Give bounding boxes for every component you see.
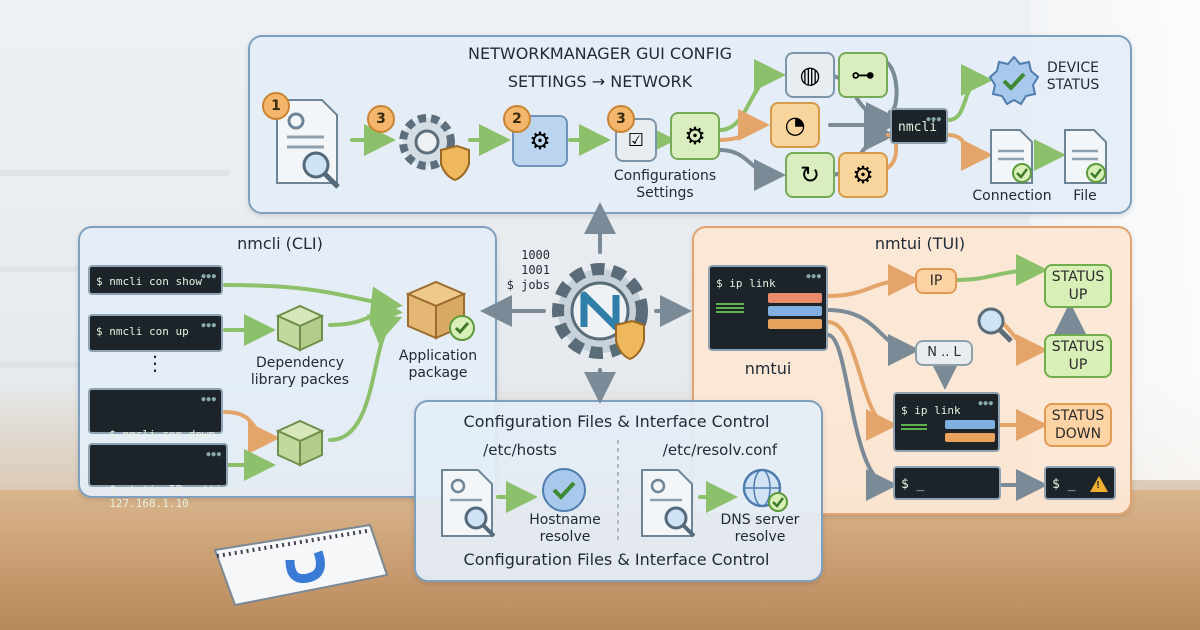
tui-terminal-prompt-2: $ _ ! xyxy=(1044,466,1116,500)
network-icon: ⊶ xyxy=(838,52,888,98)
warning-mark: ! xyxy=(1094,480,1101,491)
cli-ellipsis: ⋮ xyxy=(145,351,165,375)
package-icon xyxy=(275,304,325,352)
nmcli-terminal-label: nmcli xyxy=(898,120,938,135)
tui-bar-amber-2 xyxy=(945,433,995,442)
step-badge-3b: 3 xyxy=(607,105,635,133)
configurations-settings-label: Configurations Settings xyxy=(613,168,717,201)
tui-bar-orange xyxy=(768,293,822,303)
jobs-label: 1000 1001 $ jobs xyxy=(506,248,550,292)
terminal-line xyxy=(901,428,927,430)
step-badge-2: 2 xyxy=(503,105,531,133)
etc-resolv-label: /etc/resolv.conf xyxy=(662,441,778,459)
refresh-icon: ↻ xyxy=(785,152,835,198)
config-files-footer: Configuration Files & Interface Control xyxy=(463,550,770,569)
terminal-dots-icon: ●●● xyxy=(926,115,942,123)
gui-config-title: NETWORKMANAGER GUI CONFIG xyxy=(468,44,732,63)
document-search-icon-resolv xyxy=(641,469,696,538)
config-files-title: Configuration Files & Interface Control xyxy=(463,412,770,431)
ip-badge: IP xyxy=(915,268,957,294)
status-down-badge: STATUS DOWN xyxy=(1044,403,1112,447)
terminal-line xyxy=(716,307,744,309)
tui-prompt-1: $ _ xyxy=(901,477,925,492)
cli-terminal-con-up: ●●● $ nmcli con up xyxy=(88,314,223,352)
dns-resolve-label: DNS server resolve xyxy=(720,512,800,545)
check-badge-icon-hostname xyxy=(542,468,586,512)
cli-cmd-static-ip: $ static IP settings 127.168.1.10 xyxy=(109,483,242,510)
tui-title: nmtui (TUI) xyxy=(874,234,966,253)
document-search-icon-hosts xyxy=(441,469,496,538)
status-up-badge-2: STATUS UP xyxy=(1044,334,1112,378)
terminal-dots-icon: ●●● xyxy=(806,272,822,280)
nl-badge: N .. L xyxy=(915,340,973,366)
terminal-dots-icon: ●●● xyxy=(201,272,217,280)
dependency-label: Dependency library packes xyxy=(250,355,350,388)
nmtui-label: nmtui xyxy=(744,359,792,378)
terminal-line xyxy=(716,311,744,313)
tui-bar-amber xyxy=(768,319,822,329)
cli-title: nmcli (CLI) xyxy=(237,234,323,253)
package-icon-2 xyxy=(275,419,325,467)
terminal-dots-icon: ●●● xyxy=(201,395,217,403)
application-package-icon xyxy=(405,280,475,341)
step-badge-1: 1 xyxy=(262,92,290,120)
file-label: File xyxy=(1073,188,1097,204)
check-badge-icon xyxy=(988,55,1040,106)
terminal-line xyxy=(716,303,744,305)
file-check-icon xyxy=(1064,129,1107,184)
cli-terminal-static-ip: ●●● $ static IP settings 127.168.1.10 xyxy=(88,443,242,510)
tui-terminal-prompt-1: $ _ xyxy=(893,466,1001,500)
gear-shield-icon xyxy=(399,114,470,182)
tui-cmd-ip-link: $ ip link xyxy=(716,277,776,290)
nmcli-terminal: ●●● nmcli xyxy=(890,108,948,144)
cli-cmd-con-up: $ nmcli con up xyxy=(96,325,189,338)
step-badge-3a: 3 xyxy=(367,105,395,133)
device-status-label: DEVICE STATUS xyxy=(1046,60,1100,93)
notebook-illustration xyxy=(213,523,389,607)
tui-bar-blue-2 xyxy=(945,420,995,429)
application-package-label: Application package xyxy=(398,348,478,381)
tui-prompt-2: $ _ xyxy=(1052,477,1076,492)
terminal-dots-icon: ●●● xyxy=(978,399,994,407)
hostname-resolve-label: Hostname resolve xyxy=(529,512,601,545)
search-icon xyxy=(977,307,1013,343)
nm-logo-gear-icon xyxy=(552,263,648,361)
warning-icon xyxy=(1090,476,1108,492)
tui-cmd-ip-link-2: $ ip link xyxy=(901,404,961,417)
check-search-icon: ⚙ xyxy=(670,112,720,160)
document-search-icon xyxy=(276,99,340,189)
connection-label: Connection xyxy=(972,188,1052,204)
gear-orange-icon: ⚙ xyxy=(838,152,888,198)
terminal-dots-icon: ●●● xyxy=(206,450,222,458)
cli-terminal-con-down: ●●● $ nmcli con down --nmcli con down xyxy=(88,388,223,455)
terminal-dots-icon: ●●● xyxy=(201,321,217,329)
globe-check-icon xyxy=(742,468,788,512)
terminal-line xyxy=(901,424,927,426)
status-up-badge-1: STATUS UP xyxy=(1044,264,1112,308)
cli-cmd-con-show: $ nmcli con show xyxy=(96,275,202,288)
wifi-icon: ◔ xyxy=(770,102,820,148)
etc-hosts-label: /etc/hosts xyxy=(483,441,557,459)
gui-config-subtitle: SETTINGS → NETWORK xyxy=(507,72,693,91)
tui-bar-blue xyxy=(768,306,822,316)
cli-terminal-con-show: ●●● $ nmcli con show xyxy=(88,265,223,295)
globe-icon: ◍ xyxy=(785,52,835,98)
connection-file-icon xyxy=(990,129,1033,184)
